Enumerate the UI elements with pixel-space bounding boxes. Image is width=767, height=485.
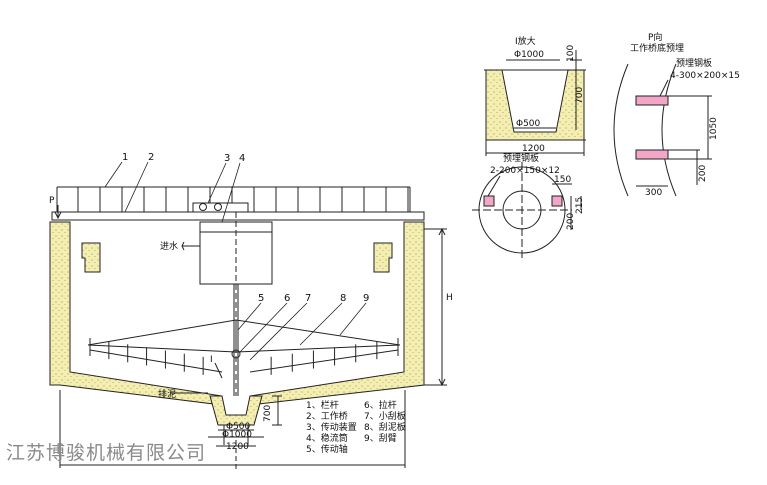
plate-spec: 2-200×150×12 (490, 166, 560, 176)
dim-1200-main: 1200 (226, 442, 249, 452)
plate-dim-200: 200 (566, 213, 576, 230)
callout-6: 6 (284, 293, 290, 304)
plate-title: 预埋钢板 (503, 152, 539, 164)
view-p-plate-bottom (635, 149, 669, 160)
company-watermark: 江苏博骏机械有限公司 (6, 442, 207, 464)
view-p (613, 63, 712, 197)
legend-item-4: 4、稳流筒 (306, 432, 348, 444)
detail-i-dim-700: 700 (575, 87, 585, 104)
callout-9: 9 (363, 293, 369, 304)
view-p-plate-top (635, 95, 669, 106)
launder-left (81, 242, 101, 273)
view-p-plate-label: 预埋钢板 (676, 57, 712, 69)
legend-item-3: 3、传动装置 (306, 421, 357, 433)
legend-item-5: 5、传动轴 (306, 443, 348, 455)
callout-5: 5 (258, 293, 264, 304)
dim-h: H (446, 293, 453, 303)
plate-view (472, 162, 582, 258)
tank-wall-right (249, 221, 425, 406)
callout-8: 8 (340, 293, 346, 304)
callout-leaders (104, 161, 367, 361)
outlet-label: 排泥 (158, 388, 176, 400)
railing (56, 186, 411, 212)
callout-2: 2 (148, 152, 154, 163)
plate-dim-215: 215 (575, 197, 585, 214)
scraper-arms (87, 319, 401, 375)
working-bridge (51, 211, 425, 221)
legend: 1、栏杆 2、工作桥 3、传动装置 4、稳流筒 5、传动轴 6、拉杆 7、小刮板… (306, 399, 406, 455)
marker-i: I (210, 355, 213, 365)
callout-7: 7 (305, 293, 311, 304)
drive-unit (192, 202, 249, 213)
detail-i-dim-1200: 1200 (522, 144, 545, 154)
legend-item-6: 6、拉杆 (364, 399, 397, 411)
detail-i-phi1000: Φ1000 (514, 50, 544, 60)
view-p-dim-200: 200 (698, 165, 708, 182)
dim-phi1000-main: Φ1000 (222, 430, 252, 440)
launder-right (373, 242, 393, 273)
marker-p: P (49, 196, 55, 206)
view-p-dim-1050: 1050 (709, 117, 719, 140)
callout-3: 3 (224, 153, 230, 164)
detail-i-dim-100: 100 (566, 45, 576, 62)
detail-i (484, 50, 586, 156)
callout-1: 1 (122, 152, 128, 163)
dim-phi500-main: Φ500 (226, 422, 251, 432)
view-p-dim-300: 300 (645, 188, 662, 198)
legend-item-8: 8、刮泥板 (364, 421, 406, 433)
view-p-subtitle: 工作桥底预埋 (630, 42, 684, 54)
detail-i-title: I放大 (515, 35, 536, 47)
detail-i-phi500: Φ500 (516, 119, 541, 129)
callout-numbers: 1 2 3 4 5 6 7 8 9 (122, 152, 369, 304)
tank-wall-left (49, 221, 223, 406)
view-p-title: P向 (648, 31, 662, 43)
legend-item-2: 2、工作桥 (306, 410, 348, 422)
tank-section (49, 186, 447, 470)
view-p-spec: 4-300×200×15 (670, 71, 740, 81)
inlet-label: 进水 (160, 240, 178, 252)
detail-i-concrete (485, 69, 585, 141)
legend-item-9: 9、刮臂 (364, 432, 397, 444)
legend-item-1: 1、栏杆 (306, 399, 339, 411)
embedded-plate-right (551, 195, 563, 207)
dim-700-main: 700 (263, 405, 273, 422)
plate-dim-150: 150 (554, 175, 571, 185)
callout-4: 4 (239, 153, 245, 164)
embedded-plate-left (483, 195, 495, 207)
sludge-sump (209, 395, 263, 426)
legend-item-7: 7、小刮板 (364, 410, 406, 422)
